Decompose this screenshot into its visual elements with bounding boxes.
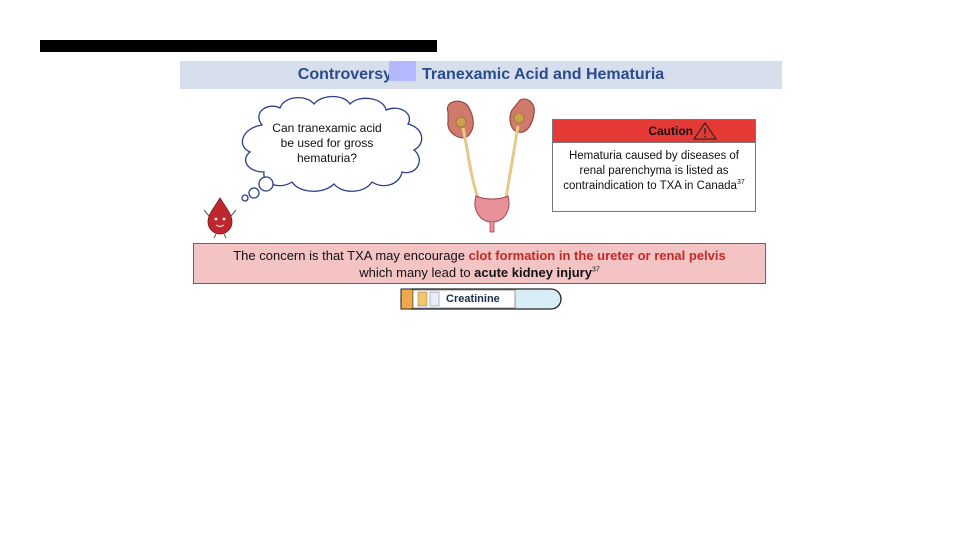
caution-header: Caution: [553, 120, 755, 143]
specimen-tube-icon: [400, 288, 562, 310]
caution-box: Caution Hematuria caused by diseases of …: [552, 119, 756, 212]
concern-box: The concern is that TXA may encourage cl…: [193, 243, 766, 284]
concern-text-2: which many lead to: [359, 265, 475, 280]
caution-title: Caution: [648, 124, 693, 138]
warning-triangle-icon: [692, 122, 718, 140]
caution-reference: 37: [736, 179, 745, 187]
title-right: Tranexamic Acid and Hematuria: [422, 66, 665, 83]
tube-label: Creatinine: [446, 293, 500, 305]
blood-drop-icon: [203, 197, 237, 239]
urinary-system-icon: [446, 98, 535, 233]
concern-reference: 37: [591, 266, 600, 274]
concern-highlight: clot formation in the ureter or renal pe…: [468, 248, 726, 263]
redaction-bar: [40, 40, 437, 52]
concern-bold: acute kidney injury: [474, 265, 592, 280]
thought-bubble-text: Can tranexamic acid be used for gross he…: [272, 121, 382, 165]
thought-bubble-icon: [241, 95, 423, 202]
title-band: [180, 61, 782, 89]
concern-text-1: The concern is that TXA may encourage: [233, 248, 469, 263]
text-selection-highlight: [389, 61, 416, 81]
title-left: Controversy: [297, 66, 393, 83]
caution-body: Hematuria caused by diseases of renal pa…: [553, 143, 755, 194]
caution-text: Hematuria caused by diseases of renal pa…: [563, 150, 740, 192]
slide-title: Controversy Tranexamic Acid and Hematuria: [180, 61, 782, 89]
